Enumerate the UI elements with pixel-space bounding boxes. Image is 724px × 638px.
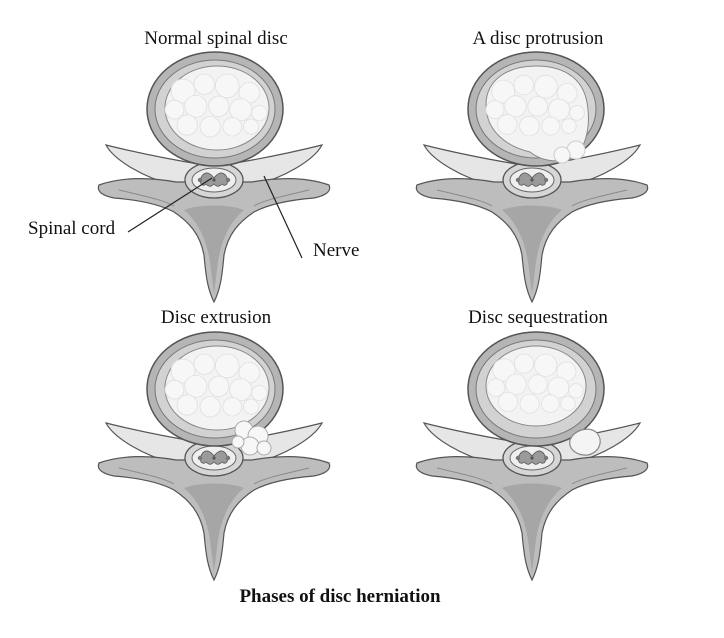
panel-sequestration <box>415 331 649 581</box>
nerve-label: Nerve <box>313 240 360 261</box>
extruded-fragment <box>231 420 272 456</box>
sequestered-fragment <box>569 428 601 456</box>
panel-protrusion <box>415 51 649 303</box>
spinal-cord-leader <box>127 177 213 233</box>
panel-extrusion <box>97 331 331 581</box>
panel-title-normal: Normal spinal disc <box>144 28 288 49</box>
spinal-cord-label: Spinal cord <box>28 218 116 239</box>
panel-title-extrusion: Disc extrusion <box>160 307 272 328</box>
panel-title-sequestration: Disc sequestration <box>468 307 608 328</box>
panel-normal <box>97 51 331 303</box>
panel-title-protrusion: A disc protrusion <box>472 28 604 49</box>
figure-caption: Phases of disc herniation <box>239 586 441 607</box>
nerve-leader <box>263 175 303 259</box>
